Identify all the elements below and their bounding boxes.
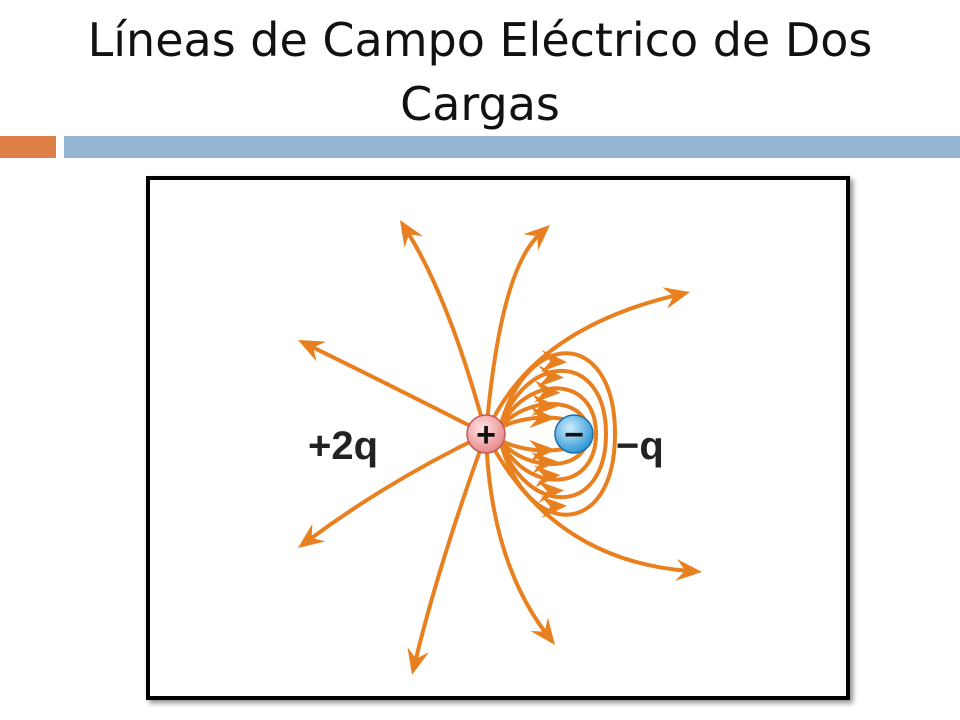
field-line-right-lower <box>484 432 691 573</box>
field-arrow-right-upper <box>662 287 690 309</box>
accent-bar-orange <box>0 136 56 158</box>
field-line-lower-left <box>307 432 488 542</box>
negative-charge-label: −q <box>616 424 664 468</box>
field-arrow-upper-left <box>298 340 327 362</box>
field-line-up-right <box>484 232 542 436</box>
field-line-upper-left <box>308 344 488 436</box>
field-arrow-loop-2-lower <box>537 480 564 503</box>
field-lines-group <box>298 220 702 675</box>
field-arrow-loop-5-upper <box>529 406 556 429</box>
field-arrow-down-right <box>530 617 555 645</box>
field-arrow-up-right <box>523 225 550 251</box>
field-arrow-loop-3-lower <box>533 465 561 488</box>
field-arrow-loop-3-upper <box>533 380 561 403</box>
field-arrow-loop-5-lower <box>529 439 556 462</box>
positive-charge: + <box>466 414 506 454</box>
positive-charge-label: +2q <box>308 424 378 468</box>
field-arrow-lower-left <box>298 523 326 548</box>
field-line-loop-3-upper <box>498 386 598 436</box>
field-line-up <box>405 229 488 436</box>
negative-charge: − <box>554 414 594 454</box>
negative-charge-sign: − <box>564 416 584 454</box>
field-line-loop-1-lower <box>498 432 617 517</box>
field-arrow-up <box>400 220 424 248</box>
field-line-loop-2-lower <box>498 432 608 500</box>
field-line-loop-1-upper <box>498 351 617 436</box>
field-arrow-loop-2-upper <box>537 365 564 388</box>
field-lines-figure: + − +2q −q <box>146 176 850 700</box>
accent-bar-blue <box>64 136 960 158</box>
field-line-right-upper <box>484 293 679 436</box>
slide-title: Líneas de Campo Eléctrico de Dos Cargas <box>87 13 873 131</box>
field-lines-diagram: + − +2q −q <box>298 220 702 675</box>
field-arrow-loop-1-upper <box>540 350 568 372</box>
field-line-down-right <box>484 432 549 636</box>
field-line-loop-3-lower <box>498 432 598 482</box>
field-arrow-loop-1-lower <box>540 496 568 518</box>
field-arrow-right-lower <box>675 558 702 581</box>
field-line-down <box>413 432 488 664</box>
field-line-loop-2-upper <box>498 368 608 436</box>
field-arrow-down <box>407 647 429 675</box>
positive-charge-sign: + <box>476 416 496 454</box>
